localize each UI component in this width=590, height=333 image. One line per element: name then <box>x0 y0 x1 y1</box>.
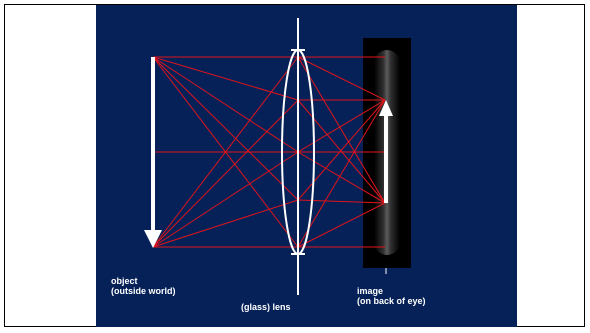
ray <box>297 99 386 153</box>
ray <box>152 56 299 153</box>
object-label-line2: (outside world) <box>111 286 176 296</box>
ray <box>297 99 386 248</box>
light-rays <box>152 56 386 248</box>
ray <box>152 99 299 248</box>
ray <box>152 151 299 248</box>
ray <box>297 56 386 204</box>
lens-label: (glass) lens <box>241 302 291 312</box>
image-label-line2: (on back of eye) <box>357 296 426 306</box>
lens <box>281 18 315 295</box>
lens-ellipse <box>281 49 315 255</box>
ray <box>152 199 299 248</box>
ray <box>297 151 386 204</box>
ray <box>152 56 299 101</box>
image-label: image (on back of eye) <box>357 286 426 306</box>
diagram-panel <box>96 5 517 327</box>
ray <box>152 56 299 201</box>
image-label-line1: image <box>357 286 384 296</box>
object-arrow <box>144 57 162 248</box>
ray <box>297 56 386 101</box>
object-label: object (outside world) <box>111 276 176 296</box>
object-label-line1: object <box>111 276 138 286</box>
ray <box>152 56 299 248</box>
image-arrow <box>379 100 393 203</box>
ray <box>297 202 386 248</box>
